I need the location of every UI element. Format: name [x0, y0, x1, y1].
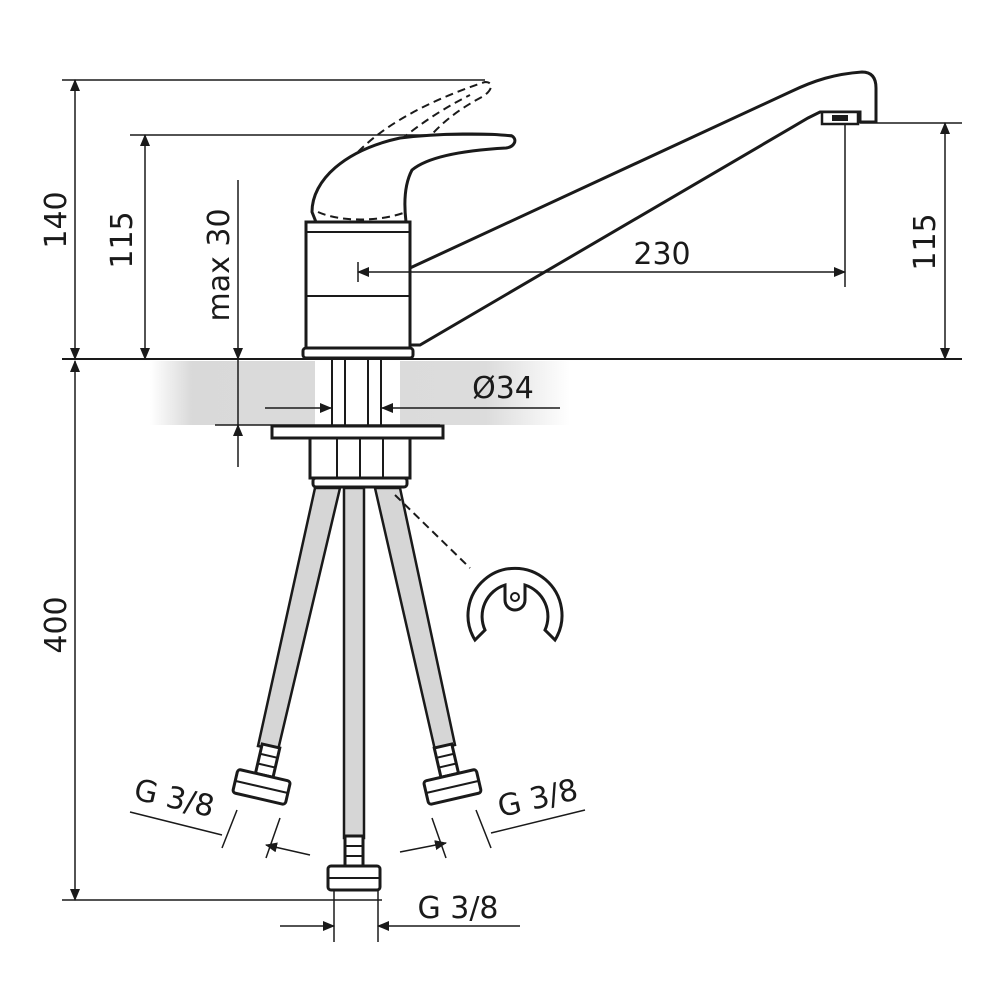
clip-hole	[510, 592, 520, 602]
dimension-115-handle: 115	[105, 134, 512, 360]
dimension-label: G 3/8	[494, 773, 581, 825]
dimension-label: max 30	[202, 208, 237, 321]
shank	[331, 360, 382, 426]
dimension-140: 140	[39, 79, 485, 360]
base-plate	[301, 346, 415, 360]
dimension-label: 115	[908, 213, 943, 270]
dimension-label: Ø34	[472, 371, 534, 406]
clip-washer-icon	[466, 566, 564, 643]
hose-center	[342, 486, 366, 840]
fitting-center	[326, 834, 382, 892]
hole-gap	[315, 361, 400, 425]
dimension-label: 400	[39, 596, 74, 653]
dimension-label: G 3/8	[131, 773, 218, 825]
clip-leader-line	[394, 494, 471, 569]
fitting-right	[422, 742, 483, 806]
mounting-plate	[270, 424, 445, 440]
dimension-label: 115	[105, 211, 140, 268]
dimension-diameter-34: Ø34	[265, 371, 560, 413]
dimension-label: 230	[633, 237, 690, 272]
dimension-label: 140	[39, 191, 74, 248]
hose-left	[256, 486, 342, 752]
fitting-left	[231, 742, 292, 806]
dimension-max-30: max 30	[202, 180, 440, 467]
aerator-outlet	[832, 115, 848, 121]
mounting-nut	[308, 436, 412, 489]
spout	[408, 70, 878, 347]
handle-base-dash	[317, 211, 407, 221]
dimension-230: 230	[357, 125, 846, 287]
faucet-body	[304, 220, 412, 352]
hose-right	[373, 486, 457, 752]
dimension-label: G 3/8	[417, 891, 498, 926]
handle-lever	[310, 132, 517, 224]
dimension-115-spout: 115	[860, 122, 962, 360]
dimension-thread-bottom: G 3/8	[280, 890, 520, 942]
dimension-400: 400	[39, 360, 382, 901]
